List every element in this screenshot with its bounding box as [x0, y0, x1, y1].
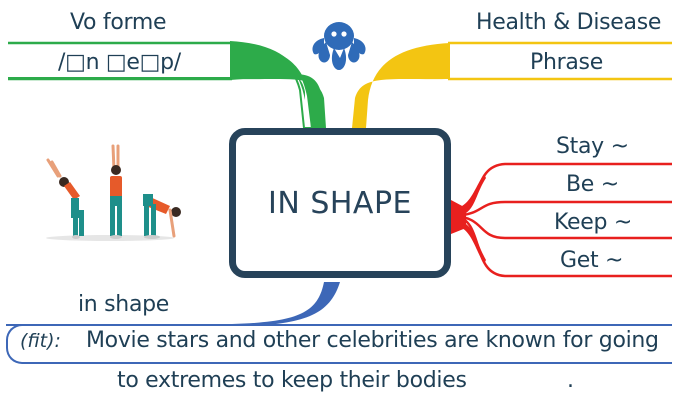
verb-be-label: Be ~: [566, 172, 619, 197]
octopus-icon: [312, 22, 366, 70]
in-shape-label: in shape: [78, 292, 170, 317]
example-sentence-frame: [6, 324, 672, 364]
central-topic: IN SHAPE: [229, 128, 451, 278]
vo-forme-label: Vo forme: [70, 10, 167, 35]
yellow-branch: [352, 43, 450, 128]
stretching-exercise-illustration: [46, 144, 181, 241]
example-sentence-line2: to extremes to keep their bodies: [117, 368, 467, 393]
example-sentence-line1: Movie stars and other celebrities are kn…: [86, 328, 659, 353]
phrase-label: Phrase: [530, 50, 603, 75]
example-sentence-end: .: [567, 368, 574, 393]
health-disease-label: Health & Disease: [476, 10, 662, 35]
pronunciation-label: /□n □e□p/: [58, 50, 181, 75]
verb-stay-label: Stay ~: [556, 134, 629, 159]
central-topic-title: IN SHAPE: [268, 185, 412, 221]
verb-get-label: Get ~: [560, 248, 624, 273]
verb-keep-label: Keep ~: [554, 210, 632, 235]
blue-branch: [232, 282, 340, 326]
example-tag: (fit):: [20, 330, 61, 352]
